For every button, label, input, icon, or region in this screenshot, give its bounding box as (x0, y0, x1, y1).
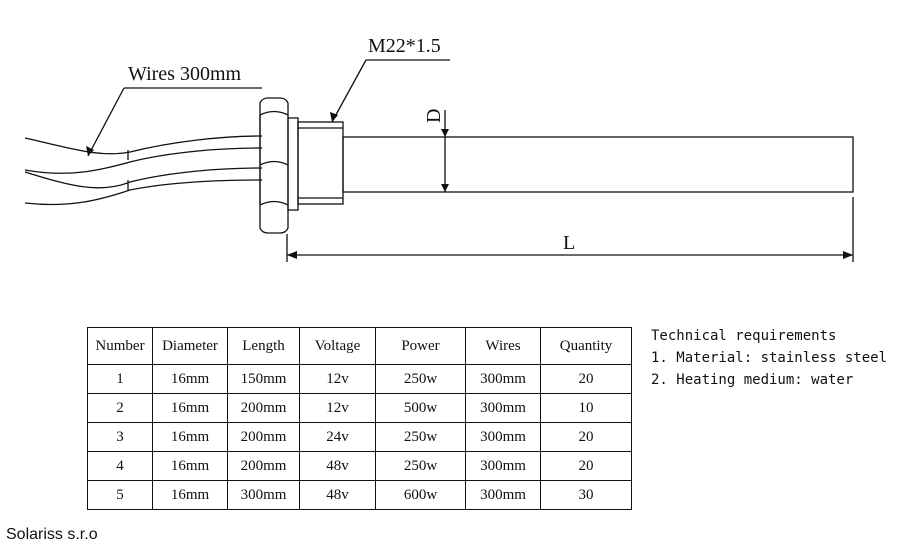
cell-number: 4 (87, 451, 153, 481)
thread-label: M22*1.5 (368, 35, 441, 57)
header-length: Length (227, 327, 300, 365)
cell-power: 250w (375, 422, 466, 452)
header-diameter: Diameter (152, 327, 228, 365)
cell-number: 1 (87, 364, 153, 394)
thread-fitting (297, 121, 344, 205)
cell-voltage: 12v (299, 364, 376, 394)
cell-quantity: 30 (540, 480, 632, 510)
cell-power: 500w (375, 393, 466, 423)
length-label: L (563, 232, 575, 254)
header-number: Number (87, 327, 153, 365)
requirements-title: Technical requirements (651, 328, 837, 344)
requirement-item: 2. Heating medium: water (651, 372, 854, 388)
cell-quantity: 20 (540, 422, 632, 452)
cell-length: 200mm (227, 393, 300, 423)
cell-length: 150mm (227, 364, 300, 394)
requirement-item: 1. Material: stainless steel (651, 350, 888, 366)
cell-voltage: 48v (299, 480, 376, 510)
washer (287, 117, 299, 211)
table-row: 5 16mm 300mm 48v 600w 300mm 30 (87, 480, 632, 510)
wires-label: Wires 300mm (128, 63, 242, 85)
heater-drawing: Wires 300mm M22*1.5 D L (24, 35, 854, 262)
wire-bottom-inner (24, 179, 263, 206)
header-wires: Wires (465, 327, 541, 365)
diameter-label: D (423, 109, 445, 123)
cell-power: 250w (375, 364, 466, 394)
cell-wires: 300mm (465, 422, 541, 452)
cell-wires: 300mm (465, 364, 541, 394)
table-row: 2 16mm 200mm 12v 500w 300mm 10 (87, 393, 632, 423)
wire-top-outer (24, 135, 263, 155)
cell-number: 2 (87, 393, 153, 423)
table-row: 3 16mm 200mm 24v 250w 300mm 20 (87, 422, 632, 452)
header-power: Power (375, 327, 466, 365)
cell-quantity: 10 (540, 393, 632, 423)
cell-number: 5 (87, 480, 153, 510)
hex-nut (259, 97, 289, 234)
header-quantity: Quantity (540, 327, 632, 365)
heater-tube (342, 136, 854, 193)
wire-top-inner (24, 147, 263, 174)
cell-diameter: 16mm (152, 393, 228, 423)
cell-length: 200mm (227, 451, 300, 481)
cell-power: 600w (375, 480, 466, 510)
cell-power: 250w (375, 451, 466, 481)
table-header-row: Number Diameter Length Voltage Power Wir… (87, 327, 632, 365)
cell-wires: 300mm (465, 393, 541, 423)
cell-wires: 300mm (465, 480, 541, 510)
header-voltage: Voltage (299, 327, 376, 365)
thread-leader (331, 59, 367, 123)
cell-quantity: 20 (540, 451, 632, 481)
spec-table: Number Diameter Length Voltage Power Wir… (87, 327, 632, 510)
wires-leader (87, 87, 125, 157)
cell-voltage: 12v (299, 393, 376, 423)
cell-voltage: 24v (299, 422, 376, 452)
cell-wires: 300mm (465, 451, 541, 481)
cell-quantity: 20 (540, 364, 632, 394)
cell-length: 200mm (227, 422, 300, 452)
cell-diameter: 16mm (152, 364, 228, 394)
technical-requirements: Technical requirements 1. Material: stai… (651, 325, 887, 391)
cell-diameter: 16mm (152, 422, 228, 452)
cell-number: 3 (87, 422, 153, 452)
cell-length: 300mm (227, 480, 300, 510)
company-name: Solariss s.r.o (6, 526, 98, 543)
cell-voltage: 48v (299, 451, 376, 481)
cell-diameter: 16mm (152, 480, 228, 510)
table-row: 4 16mm 200mm 48v 250w 300mm 20 (87, 451, 632, 481)
table-row: 1 16mm 150mm 12v 250w 300mm 20 (87, 364, 632, 394)
wire-bottom-outer (24, 167, 263, 189)
cell-diameter: 16mm (152, 451, 228, 481)
